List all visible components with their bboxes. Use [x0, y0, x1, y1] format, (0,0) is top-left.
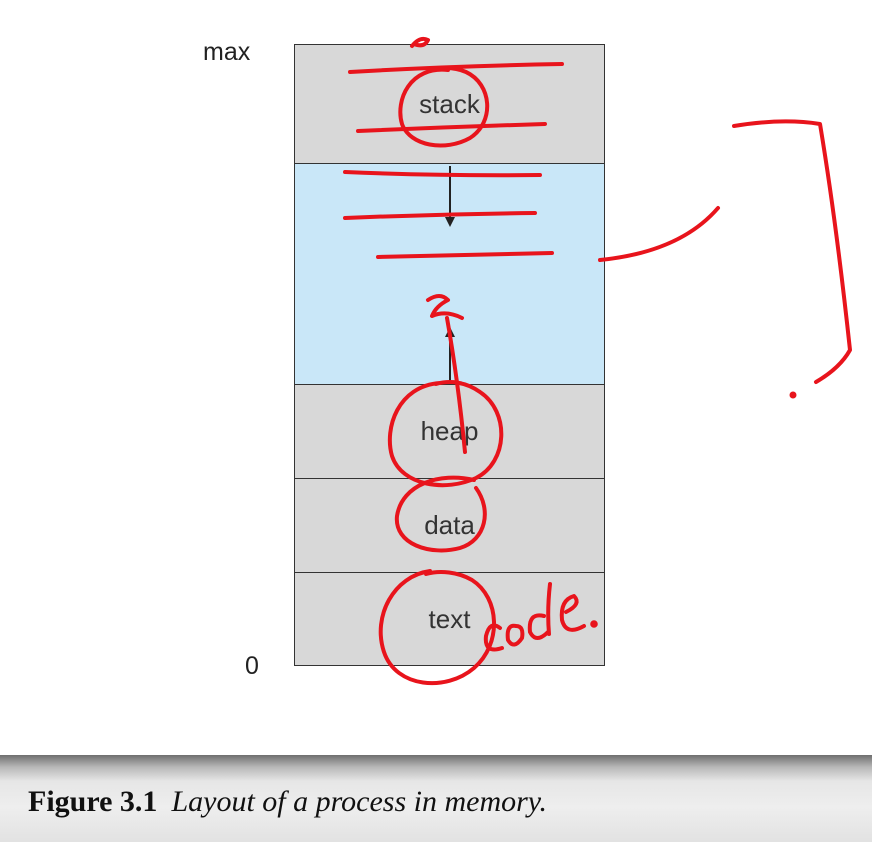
- region-heap-label: heap: [420, 416, 479, 446]
- ink-dot: [789, 391, 797, 399]
- figure-number: Figure 3.1: [28, 785, 158, 818]
- region-heap: heap: [294, 384, 605, 479]
- ink-bracket-leader: [598, 206, 720, 262]
- region-data: data: [294, 478, 605, 573]
- region-text: text: [294, 572, 605, 666]
- figure-caption: Figure 3.1 Layout of a process in memory.: [28, 785, 547, 819]
- caption-bar: [0, 755, 872, 842]
- region-free-space: [294, 163, 605, 385]
- address-label-zero: 0: [245, 652, 259, 680]
- region-stack: stack: [294, 44, 605, 164]
- ink-right-bracket: [732, 119, 852, 384]
- region-data-label: data: [424, 510, 475, 540]
- memory-layout-diagram: max 0 stack heap data text: [203, 36, 852, 686]
- address-label-max: max: [203, 38, 251, 66]
- region-text-label: text: [428, 603, 471, 634]
- figure-caption-text: Layout of a process in memory.: [171, 785, 547, 818]
- region-stack-label: stack: [419, 88, 480, 119]
